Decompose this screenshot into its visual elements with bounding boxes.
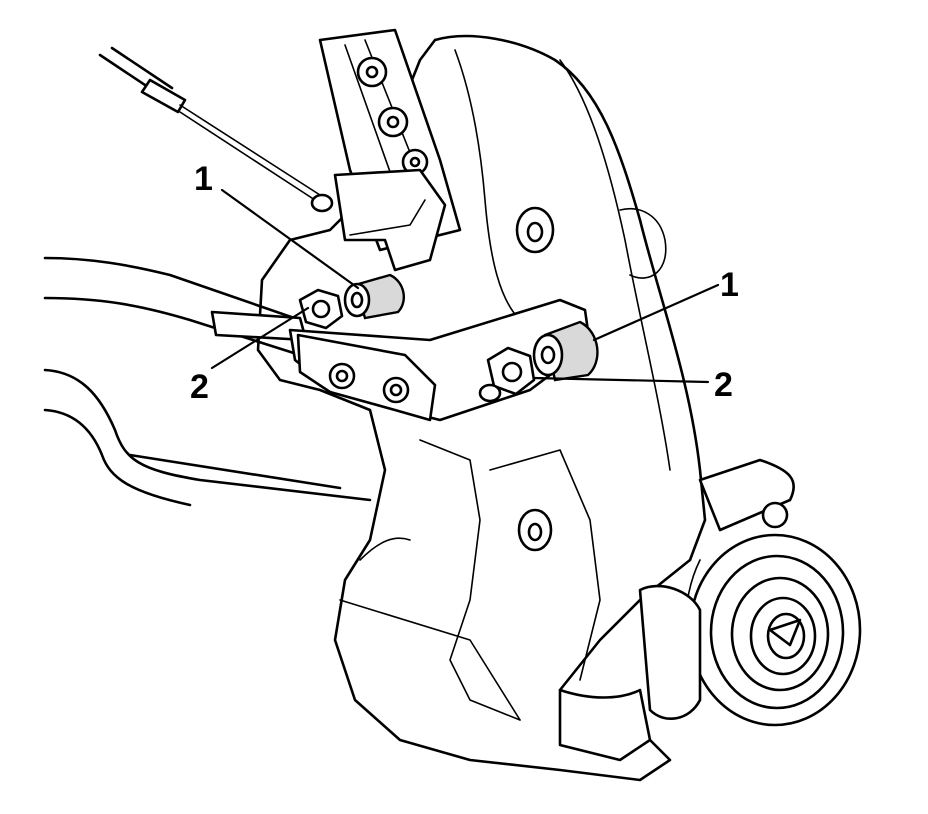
pedal-bracket: [256, 34, 707, 782]
callout-1-right: 1: [720, 266, 739, 304]
leader-lines: [210, 188, 720, 384]
nut-left: [298, 288, 344, 330]
nut-right: [478, 346, 536, 403]
callout-2-right: 2: [714, 366, 733, 404]
switch-bracket: [288, 168, 592, 422]
return-spring: [684, 458, 862, 727]
lower-pivot: [339, 537, 702, 762]
stoplamp-switch-right: [532, 320, 599, 382]
callout-2-left: 2: [190, 368, 209, 406]
callout-1-left: 1: [194, 160, 213, 198]
stoplamp-switch-left: [343, 273, 406, 320]
pedal-arm-tubes: [43, 256, 372, 507]
brake-cable: [98, 46, 334, 213]
